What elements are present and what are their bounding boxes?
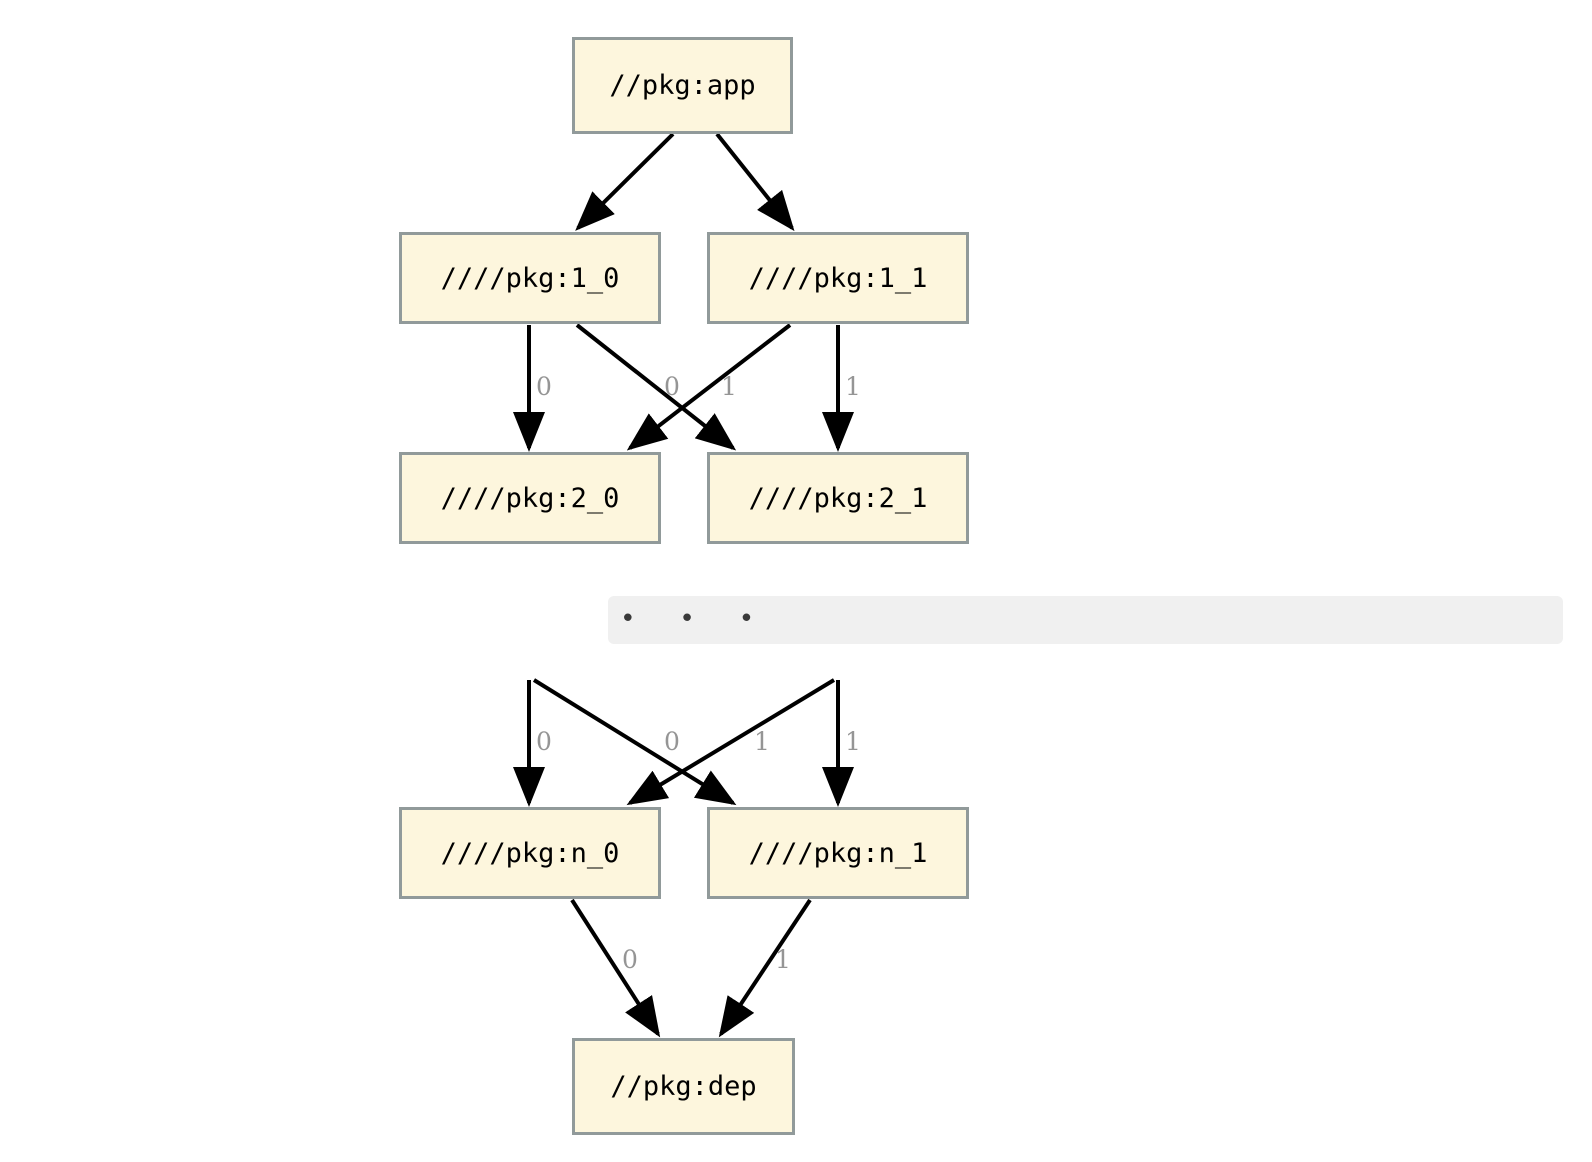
node-nn_1[interactable]: ////pkg:n_1 [707, 807, 969, 899]
edge-label-e-n-n_1b: 1 [845, 727, 861, 756]
node-n1_1[interactable]: ////pkg:1_1 [707, 232, 969, 324]
edge-label-e-n-n_0: 0 [536, 727, 552, 756]
edge-label-e-n-n_1a: 0 [664, 727, 680, 756]
node-n2_0[interactable]: ////pkg:2_0 [399, 452, 661, 544]
edge-e-1_0-2_1 [575, 323, 737, 451]
node-label: ////pkg:1_0 [440, 262, 620, 294]
edge-label-e-1_1-2_0: 1 [721, 372, 737, 401]
node-label: //pkg:dep [610, 1071, 757, 1102]
node-app[interactable]: //pkg:app [572, 37, 793, 134]
edge-label-e-1_0-2_1: 0 [664, 372, 680, 401]
node-label: ////pkg:2_1 [748, 482, 928, 514]
edge-label-e-n_0-dep: 0 [622, 945, 638, 974]
node-label: ////pkg:1_1 [748, 262, 928, 294]
node-nn_0[interactable]: ////pkg:n_0 [399, 807, 661, 899]
node-label: //pkg:app [609, 70, 756, 101]
edge-label-e-1_0-2_0: 0 [536, 372, 552, 401]
ellipsis-dots: • • • [620, 604, 769, 634]
edge-e-n_1-dep [718, 898, 812, 1038]
edge-e-1_1-2_0 [626, 323, 792, 451]
edge-e-app-1_1 [715, 132, 795, 232]
edge-label-e-n-n_0b: 1 [754, 727, 770, 756]
node-label: ////pkg:2_0 [440, 482, 620, 514]
edge-label-e-1_1-2_1: 1 [845, 372, 861, 401]
edge-e-n_0-dep [570, 898, 661, 1038]
node-n1_0[interactable]: ////pkg:1_0 [399, 232, 661, 324]
node-label: ////pkg:n_1 [748, 837, 928, 869]
node-dep[interactable]: //pkg:dep [572, 1038, 795, 1135]
node-label: ////pkg:n_0 [440, 837, 620, 869]
edge-e-n-n_0b [626, 678, 836, 806]
ellipsis-separator-band: • • • [608, 596, 1563, 644]
node-n2_1[interactable]: ////pkg:2_1 [707, 452, 969, 544]
edge-e-app-1_0 [575, 132, 675, 231]
edge-label-e-n_1-dep: 1 [775, 945, 791, 974]
edge-e-n-n_1a [532, 678, 737, 806]
